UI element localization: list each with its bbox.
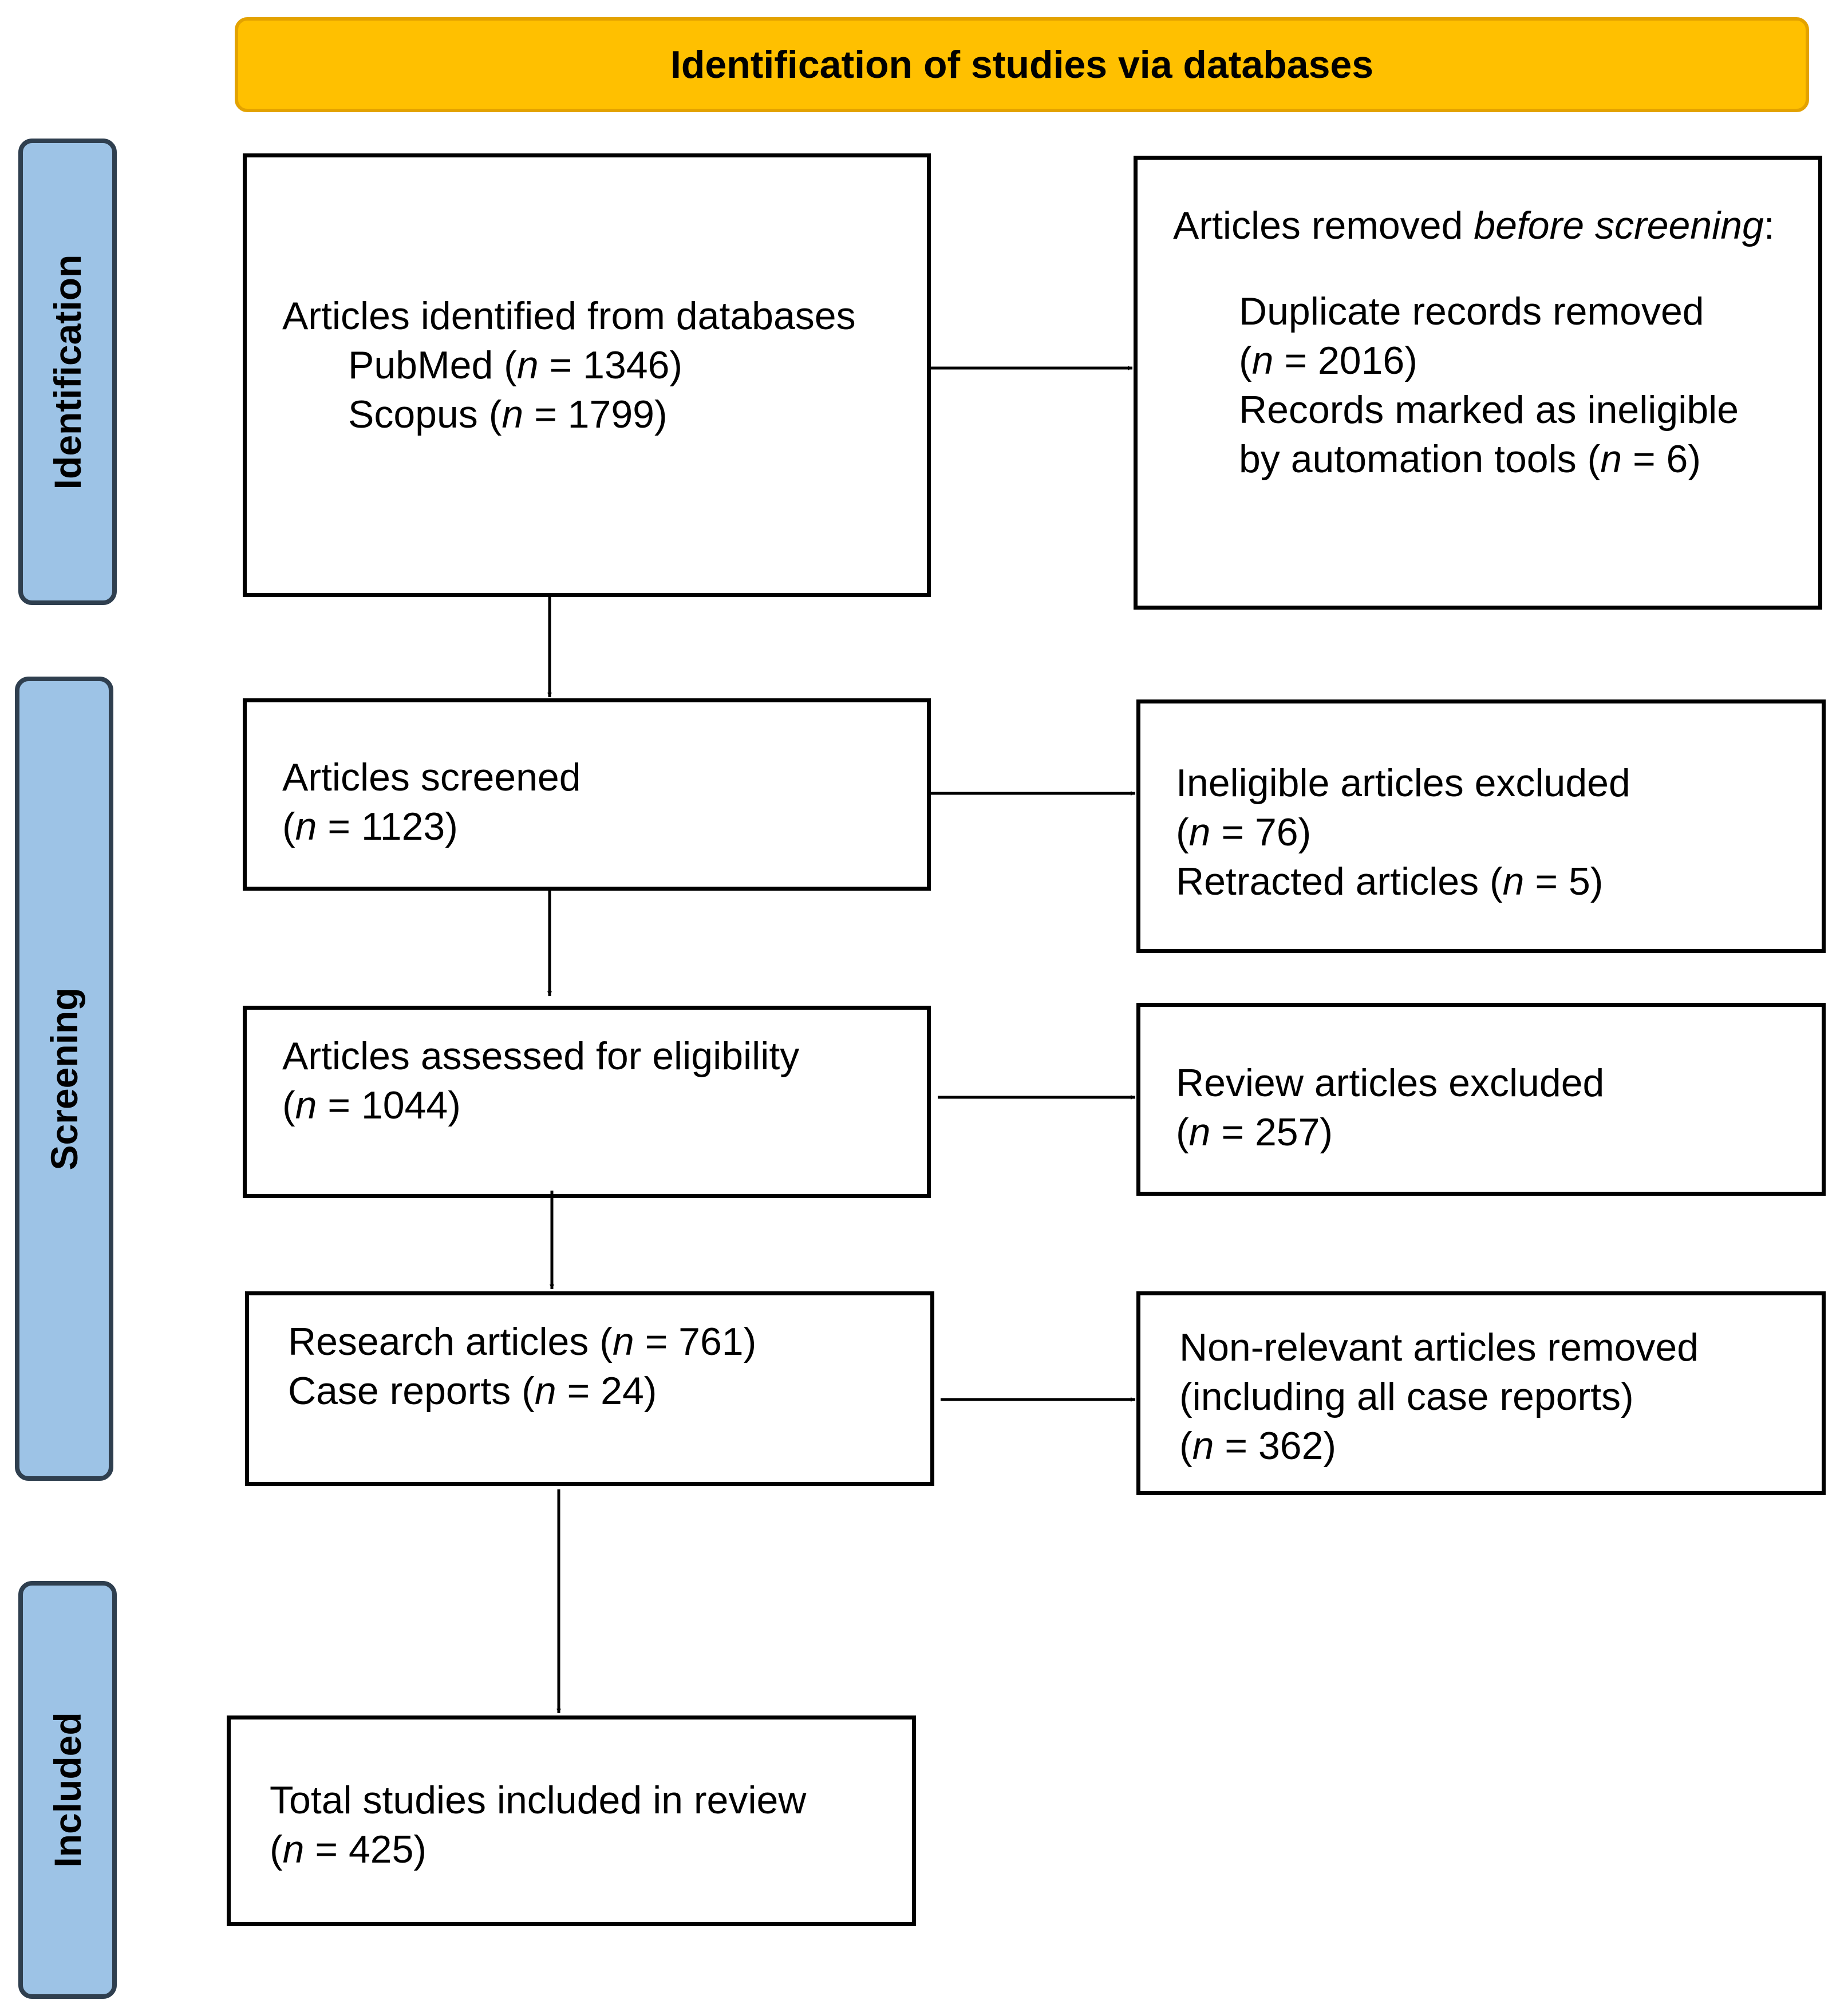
phase-identification: Identification (18, 139, 117, 605)
box-research: Research articles (n = 761) Case reports… (245, 1291, 934, 1486)
research-articles: Research articles (n = 761) (288, 1320, 757, 1363)
box-excluded-review: Review articles excluded (n = 257) (1136, 1003, 1826, 1196)
phase-screening: Screening (15, 677, 113, 1481)
excluded-non-relevant-detail: (including all case reports) (1179, 1375, 1634, 1418)
eligibility-n: (n = 1044) (282, 1084, 461, 1127)
identified-scopus: Scopus (n = 1799) (348, 392, 668, 436)
excluded-non-relevant-n: (n = 362) (1179, 1424, 1337, 1468)
header-title: Identification of studies via databases (670, 43, 1374, 86)
excluded-review-title: Review articles excluded (1176, 1061, 1605, 1105)
box-screened: Articles screened (n = 1123) (243, 698, 931, 891)
identified-title: Articles identified from databases (282, 294, 856, 338)
excluded-non-relevant-title: Non-relevant articles removed (1179, 1326, 1699, 1369)
removed-duplicates-n: (n = 2016) (1239, 339, 1417, 382)
excluded-review-n: (n = 257) (1176, 1110, 1333, 1154)
removed-title: Articles removed before screening: (1173, 204, 1775, 247)
box-identified: Articles identified from databases PubMe… (243, 153, 931, 597)
screened-n: (n = 1123) (282, 805, 458, 848)
research-case-reports: Case reports (n = 24) (288, 1369, 657, 1413)
identified-pubmed: PubMed (n = 1346) (348, 343, 683, 387)
included-n: (n = 425) (270, 1828, 427, 1871)
box-excluded-ineligible: Ineligible articles excluded (n = 76) Re… (1136, 699, 1826, 953)
box-excluded-non-relevant: Non-relevant articles removed (including… (1136, 1291, 1826, 1495)
box-eligibility: Articles assessed for eligibility (n = 1… (243, 1006, 931, 1198)
box-removed-before-screening: Articles removed before screening: Dupli… (1134, 156, 1822, 610)
excluded-ineligible-title: Ineligible articles excluded (1176, 761, 1630, 805)
header-banner: Identification of studies via databases (235, 17, 1809, 112)
excluded-ineligible-n: (n = 76) (1176, 811, 1312, 854)
box-included: Total studies included in review (n = 42… (227, 1715, 916, 1926)
phase-included: Included (18, 1581, 117, 1999)
included-title: Total studies included in review (270, 1778, 807, 1822)
removed-ineligible: Records marked as ineligible (1239, 388, 1739, 432)
removed-ineligible-n: by automation tools (n = 6) (1239, 437, 1701, 481)
screened-title: Articles screened (282, 756, 581, 799)
eligibility-title: Articles assessed for eligibility (282, 1034, 800, 1078)
excluded-retracted: Retracted articles (n = 5) (1176, 860, 1604, 903)
removed-duplicates: Duplicate records removed (1239, 290, 1704, 333)
